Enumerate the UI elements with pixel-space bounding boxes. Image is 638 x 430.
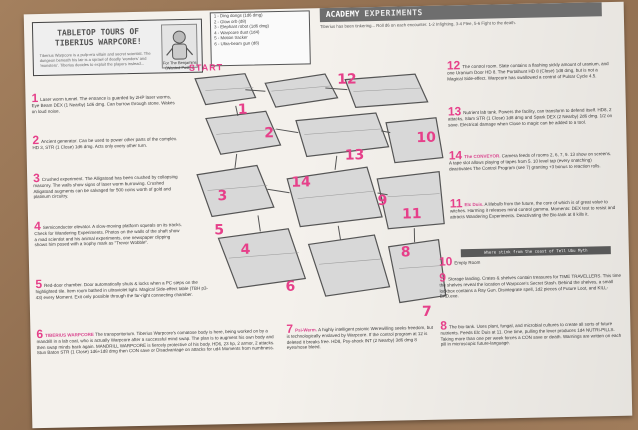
corridor [325,87,348,91]
entry-text: Semiconductor elevator. A slow-moving pl… [34,222,182,248]
map-room-number: 12 [337,71,357,88]
map-room-number: 8 [400,244,411,261]
room-shape [205,110,282,155]
entry-number: 6 [36,326,44,342]
map-room-number: 14 [291,174,311,191]
corridor [234,153,238,168]
entry-name: Elc Duis. [464,201,484,208]
room-shape [217,228,307,289]
entry-number: 11 [449,196,463,211]
map-room-number: 2 [264,125,275,142]
map-room-number: 4 [240,241,251,258]
map-room-number: 3 [217,188,228,205]
map-room-number: 1 [237,101,248,118]
entry-text: Ancient generator. Can be used to power … [32,136,178,150]
entry-number: 9 [439,270,447,285]
dungeon-map [194,73,447,304]
room-shape [196,164,275,218]
entry-text: The control room. Slate contains a flash… [446,61,609,82]
room-shape [264,73,339,108]
corridor [245,89,266,92]
map-room-number: 9 [377,192,388,209]
entry-number: 2 [32,133,40,148]
room-shape [387,239,447,304]
entry-number: 14 [448,148,463,163]
map-room-number: 11 [401,206,422,223]
grid-lines [205,85,442,269]
map-room-number: 5 [214,222,225,239]
corridor [337,225,342,240]
entry-number: 1 [31,91,39,106]
experiments-title: ACADEMY EXPERIMENTS [326,8,423,19]
map-room-number: 6 [285,278,296,295]
entry-number: 7 [286,321,294,336]
corridor [267,188,290,194]
entry-number: 12 [446,58,461,73]
corridor [377,192,388,196]
villain-portrait [160,23,198,69]
title-box: TABLETOP TOURS OF TIBERIUS WARPCORE! Tib… [31,18,203,77]
entry-text: The bio-tank. Uses plant, fungal, and mi… [440,321,622,348]
corridor [334,155,338,170]
map-room-number: 13 [344,147,365,164]
experiments-title-prefix: ACADEMY [325,9,360,20]
corridor [276,128,299,134]
entry-number: 13 [447,104,462,119]
experiments-title-accent: EXPERIMENTS [364,7,423,19]
loot-table-row: 6 - Ultra-beam gun (d8) [214,40,260,47]
corridor [257,215,261,232]
card-intro-text: Tiberius Warpcore is a pulp-era villain … [39,50,151,69]
entry-text: Red-door chamber. Door automatically shu… [35,279,209,300]
room-shape [295,112,390,158]
villain-figure-icon [166,30,194,60]
map-room-number: 7 [421,303,432,321]
map-room-number: 10 [416,129,437,147]
loot-table: 1 - Ding dongs (1d6 dmg) 2 - Glow orb (d… [209,10,311,67]
corridor [381,130,391,134]
room-shape [286,166,383,228]
room-shape [385,117,444,164]
entry-number: 3 [33,171,40,186]
room-shape [344,73,429,109]
entry-number: 4 [34,219,42,234]
entry-text: Laser worm tunnel. The entrance is guard… [31,94,175,114]
entry-number: 10 [438,254,453,269]
entry-number: 5 [35,277,43,292]
room-shape [307,234,391,297]
entry-text: Crushed experiment. The Alligatoad has b… [33,174,178,200]
card-title: TABLETOP TOURS OF TIBERIUS WARPCORE! [54,26,142,48]
corridor [235,105,239,116]
entry-text: Storage landing. Crates & shelves contai… [439,272,622,300]
entry-name: The CONVEYOR. [464,153,501,160]
entry-number: 8 [440,318,448,333]
entry-text: Nutrient lab tank. Powers the facility, … [447,107,613,128]
entry-text: Empty Room [454,259,481,266]
room-shape [376,170,445,230]
entry-name: Psi-Werm. [295,327,318,333]
dungeon-map-card: TABLETOP TOURS OF TIBERIUS WARPCORE! Tib… [23,1,633,429]
